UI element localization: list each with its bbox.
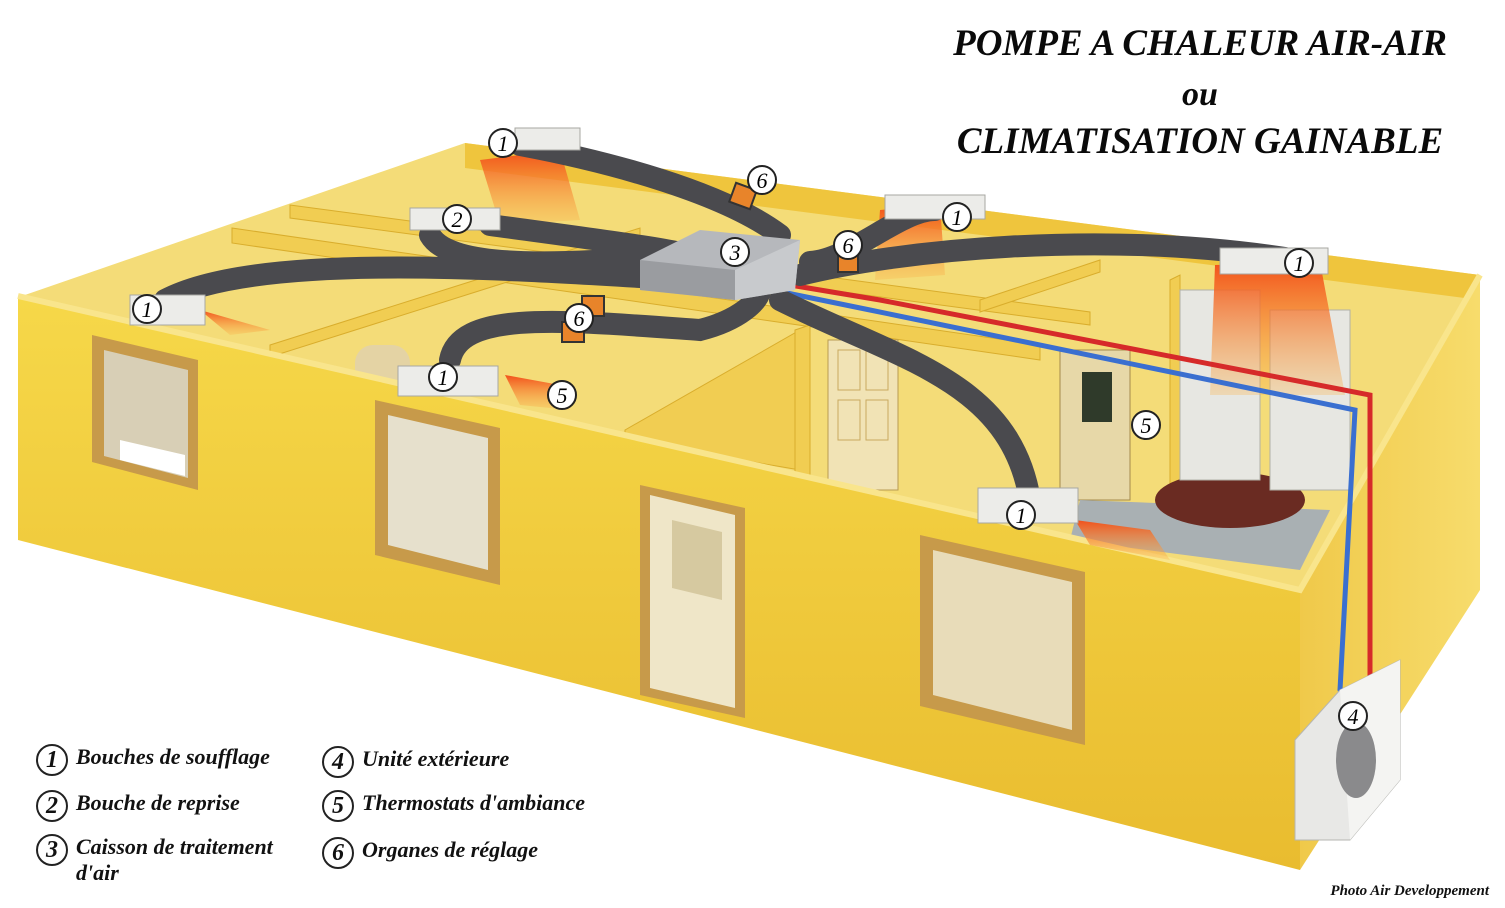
callout-number: 2 <box>452 207 463 232</box>
legend-label: Organes de réglage <box>362 837 538 862</box>
callout-return-vent: 2 <box>442 204 472 234</box>
callout-damper: 6 <box>564 303 594 333</box>
callout-number: 3 <box>729 240 741 265</box>
front-door <box>640 485 745 718</box>
title-line-2: ou <box>1182 76 1218 113</box>
photo-credit: Photo Air Developpement <box>1330 883 1489 899</box>
callout-number: 6 <box>574 306 585 331</box>
legend-item-2: 2 Bouche de reprise <box>36 790 316 822</box>
legend-number: 6 <box>322 837 354 869</box>
callout-number: 5 <box>1141 413 1152 438</box>
legend-item-6: 6 Organes de réglage <box>322 837 622 869</box>
window-left <box>92 335 198 490</box>
legend-item-3: 3 Caisson de traitement d'air <box>36 834 306 886</box>
callout-number: 1 <box>498 131 509 156</box>
callout-supply-vent: 1 <box>1284 248 1314 278</box>
callout-supply-vent: 1 <box>1006 500 1036 530</box>
legend-label: Thermostats d'ambiance <box>362 790 586 815</box>
room-interiors <box>355 289 1351 570</box>
window-right <box>920 535 1085 745</box>
legend-number: 4 <box>322 746 354 778</box>
legend-label: Bouche de reprise <box>76 790 240 815</box>
callout-air-handler: 3 <box>720 237 750 267</box>
callout-supply-vent: 1 <box>488 128 518 158</box>
legend-item-5: 5 Thermostats d'ambiance <box>322 790 642 822</box>
callout-damper: 6 <box>833 230 863 260</box>
legend-label: Unité extérieure <box>362 746 510 771</box>
callout-thermostat: 5 <box>1131 410 1161 440</box>
legend-item-1: 1 Bouches de soufflage <box>36 744 316 776</box>
callout-number: 1 <box>1294 251 1305 276</box>
legend-number: 2 <box>36 790 68 822</box>
legend-label: Caisson de traitement d'air <box>76 834 273 885</box>
legend-number: 5 <box>322 790 354 822</box>
legend-number: 1 <box>36 744 68 776</box>
legend-item-4: 4 Unité extérieure <box>322 746 622 778</box>
callout-thermostat: 5 <box>547 380 577 410</box>
refrigerant-lines <box>779 282 1373 693</box>
title-line-1: POMPE A CHALEUR AIR-AIR <box>953 23 1447 64</box>
callout-outdoor-unit: 4 <box>1338 701 1368 731</box>
air-handler-box <box>640 230 800 300</box>
callout-number: 1 <box>438 365 449 390</box>
legend-label: Bouches de soufflage <box>76 744 270 769</box>
callout-damper: 6 <box>747 165 777 195</box>
callout-number: 6 <box>843 233 854 258</box>
callout-number: 1 <box>142 297 153 322</box>
callout-number: 1 <box>1016 503 1027 528</box>
callout-number: 1 <box>952 205 963 230</box>
callout-supply-vent: 1 <box>942 202 972 232</box>
title-line-3: CLIMATISATION GAINABLE <box>956 121 1444 162</box>
callout-supply-vent: 1 <box>428 362 458 392</box>
callout-number: 6 <box>757 168 768 193</box>
window-middle <box>375 400 500 585</box>
legend-number: 3 <box>36 834 68 866</box>
callout-number: 4 <box>1348 704 1359 729</box>
callout-markers: 1 1 1 1 1 1 2 3 4 5 5 6 6 6 <box>132 128 1368 731</box>
callout-number: 5 <box>557 383 568 408</box>
callout-supply-vent: 1 <box>132 294 162 324</box>
